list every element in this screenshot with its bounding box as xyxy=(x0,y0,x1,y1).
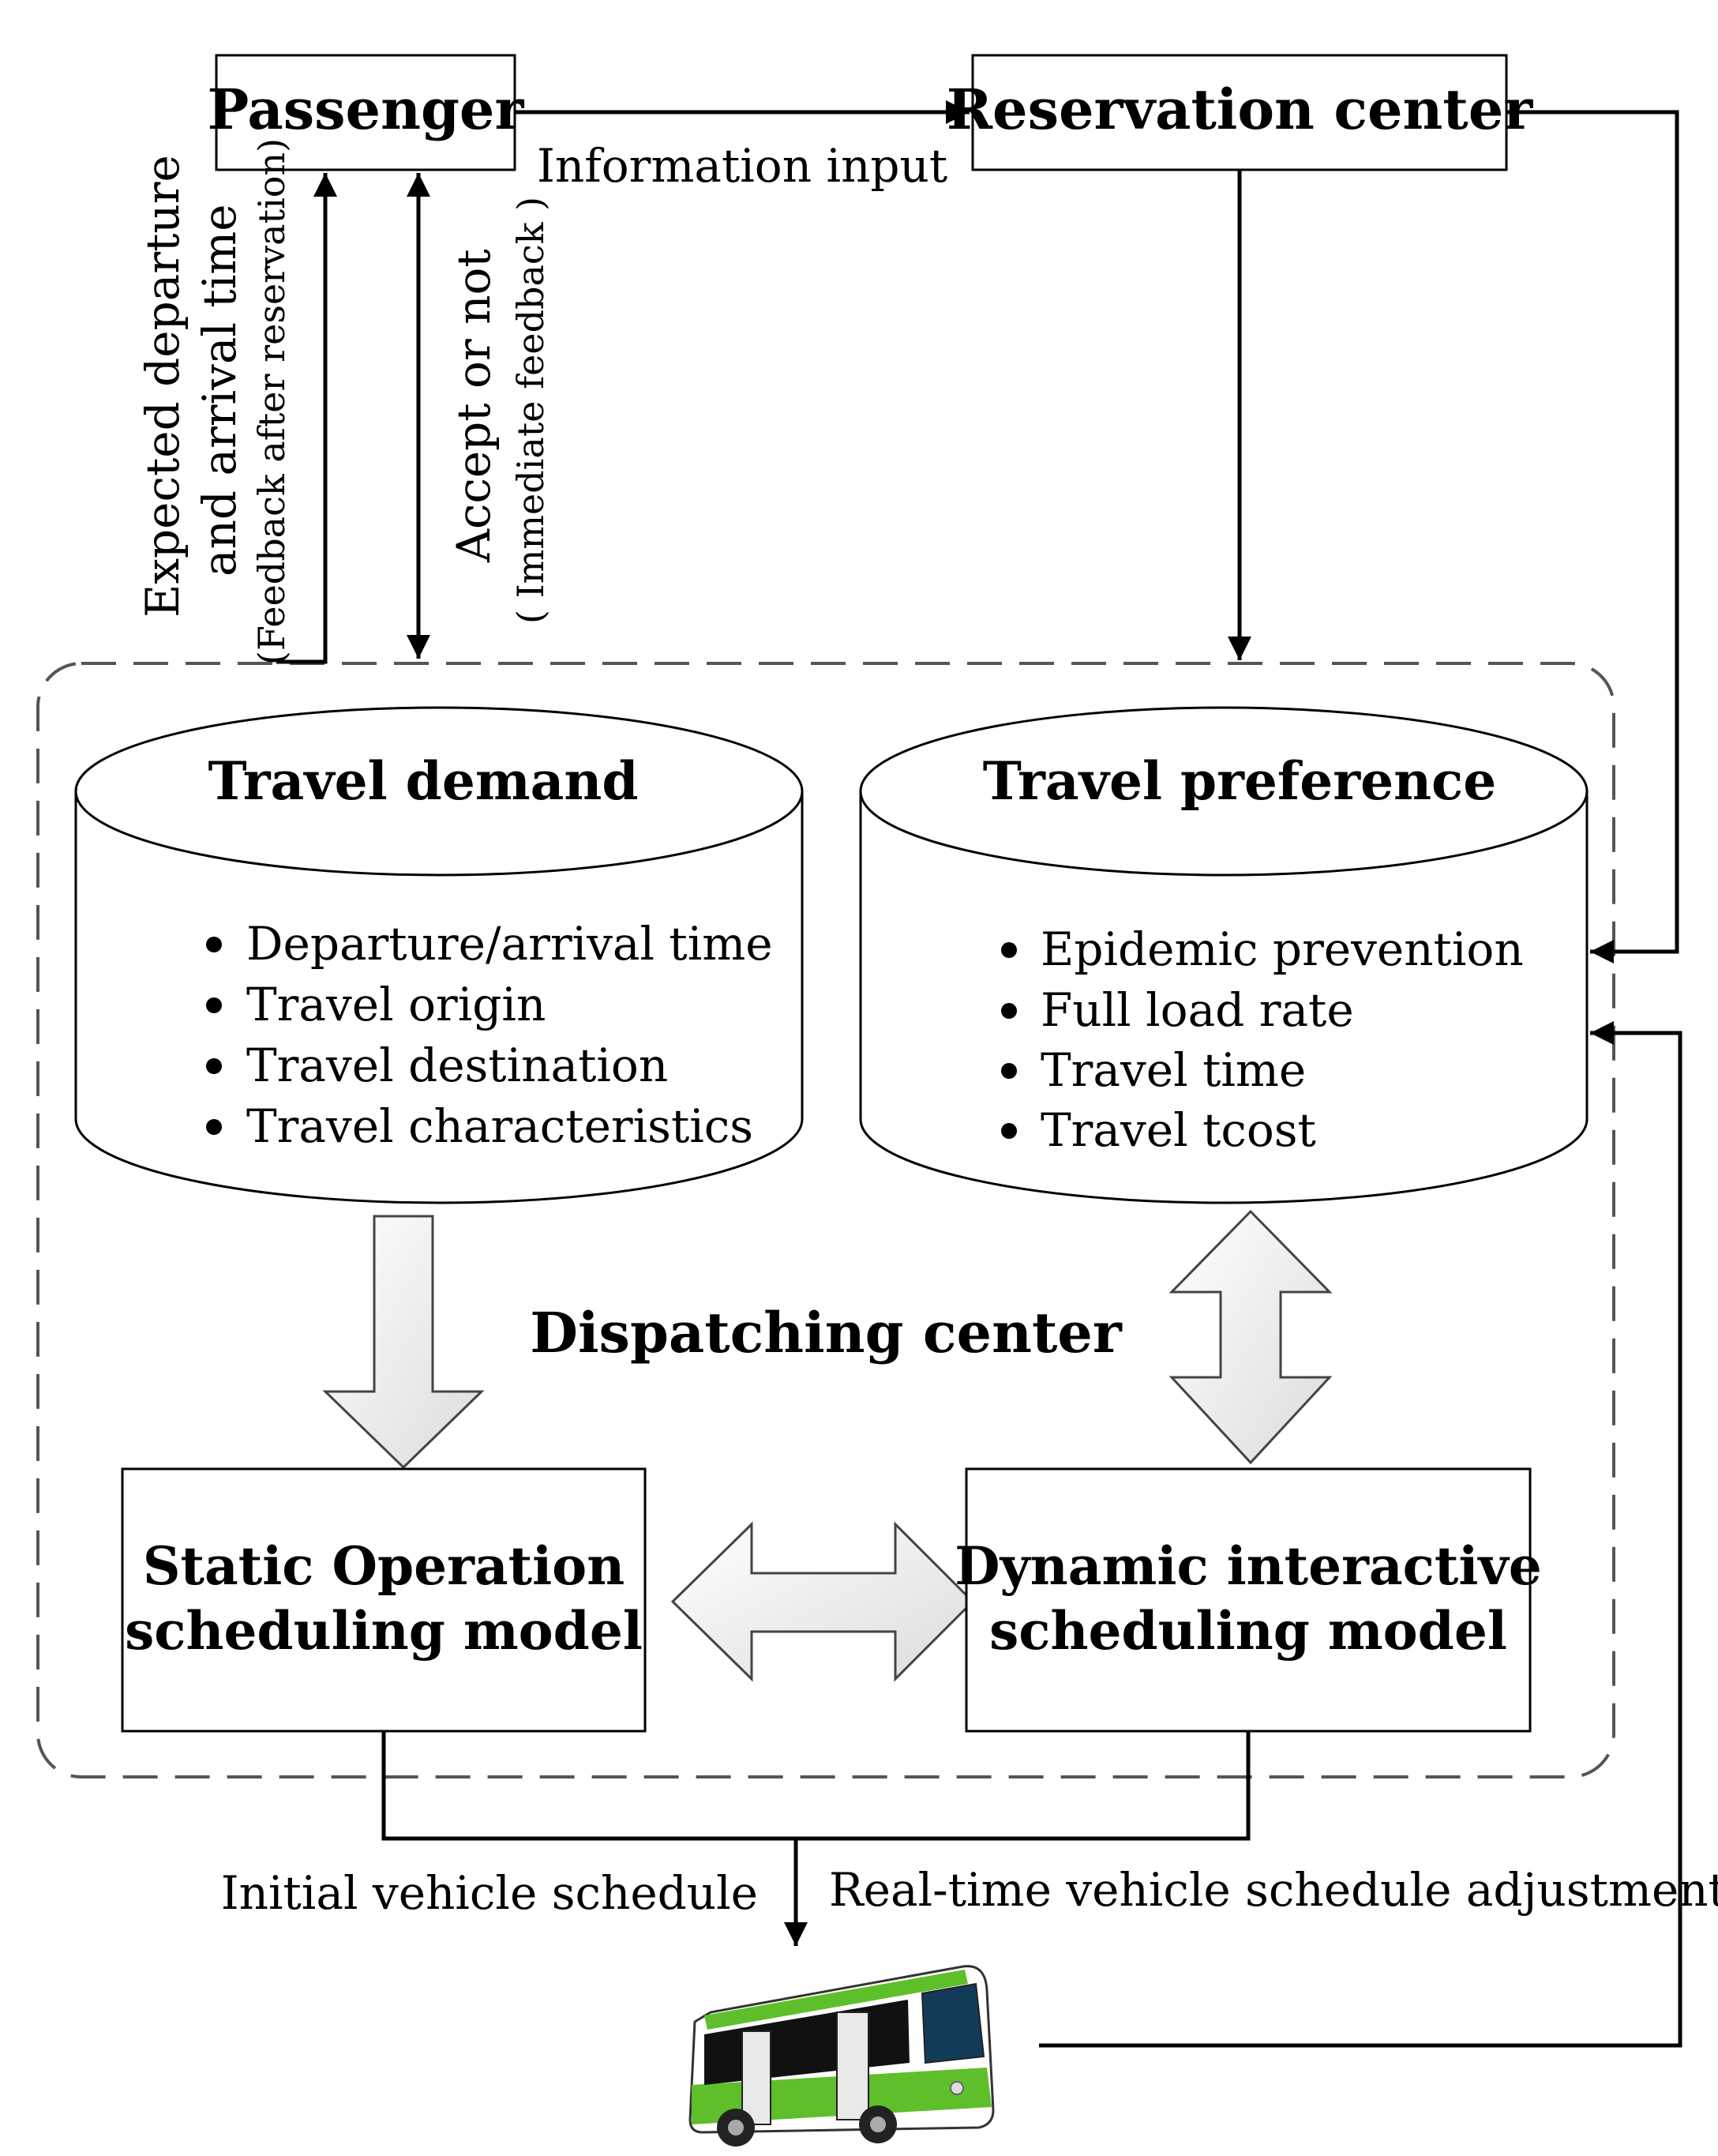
reservation-to-preference-arrow xyxy=(1506,110,1679,963)
expected-times-line-2-group: and arrival time xyxy=(193,204,246,577)
static-model-line-2: scheduling model xyxy=(125,1600,643,1662)
accept-or-not-line-2-group: ( Immediate feedback ) xyxy=(509,197,552,624)
travel-demand-item: Departure/arrival time xyxy=(246,917,773,971)
reservation-center-label: Reservation center xyxy=(947,77,1533,142)
expected-times-line-3-group: (Feedback after reservation) xyxy=(250,138,293,665)
feedback-after-reservation-arrow xyxy=(276,173,337,664)
passenger-label: Passenger xyxy=(208,77,525,142)
expected-times-line-2: and arrival time xyxy=(193,204,246,577)
travel-demand-item: Travel destination xyxy=(246,1039,668,1092)
dynamic-model-line-2: scheduling model xyxy=(989,1600,1507,1662)
schedule-merge-line xyxy=(381,1731,1251,1841)
dynamic-model-line-1: Dynamic interactive xyxy=(955,1535,1542,1597)
initial-schedule-label: Initial vehicle schedule xyxy=(221,1866,758,1920)
dispatching-center-label: Dispatching center xyxy=(530,1300,1123,1365)
realtime-adjustment-label: Real-time vehicle schedule adjustment xyxy=(829,1863,1718,1917)
travel-preference-item: Travel tcost xyxy=(1041,1103,1316,1157)
travel-demand-items: Departure/arrival time Travel origin Tra… xyxy=(206,917,773,1153)
expected-times-label-group: Expected departure xyxy=(136,155,189,618)
accept-or-not-line-2: ( Immediate feedback ) xyxy=(509,197,552,624)
bus-to-preference-arrow xyxy=(1039,1021,1682,2048)
expected-times-line-3: (Feedback after reservation) xyxy=(250,138,293,665)
accept-or-not-line-1: Accept or not xyxy=(447,249,501,563)
demand-to-static-arrow xyxy=(322,1215,485,1470)
static-model-line-1: Static Operation xyxy=(143,1535,625,1597)
travel-demand-title: Travel demand xyxy=(208,750,638,812)
preference-dynamic-double-arrow xyxy=(1168,1209,1333,1465)
travel-demand-database: Travel demand Departure/arrival time Tra… xyxy=(74,706,804,1204)
static-model-node: Static Operation scheduling model xyxy=(121,1467,647,1733)
accept-or-not-line-1-group: Accept or not xyxy=(447,249,501,563)
dynamic-model-node: Dynamic interactive scheduling model xyxy=(955,1467,1542,1733)
information-input-label: Information input xyxy=(537,139,947,193)
reservation-center-node: Reservation center xyxy=(947,54,1533,171)
travel-demand-item: Travel origin xyxy=(246,978,546,1031)
static-dynamic-double-arrow xyxy=(670,1521,975,1682)
travel-preference-item: Travel time xyxy=(1041,1043,1306,1097)
travel-preference-database: Travel preference Epidemic prevention Fu… xyxy=(859,706,1589,1204)
dispatching-center-boundary xyxy=(36,662,1615,1779)
travel-demand-item: Travel characteristics xyxy=(246,1099,753,1153)
passenger-node: Passenger xyxy=(208,54,525,171)
expected-times-line-1: Expected departure xyxy=(136,155,189,618)
travel-preference-items: Epidemic prevention Full load rate Trave… xyxy=(1001,922,1524,1157)
travel-preference-title: Travel preference xyxy=(983,750,1496,812)
bus-icon xyxy=(688,1965,995,2147)
travel-preference-item: Epidemic prevention xyxy=(1041,922,1524,976)
travel-preference-item: Full load rate xyxy=(1041,983,1354,1037)
